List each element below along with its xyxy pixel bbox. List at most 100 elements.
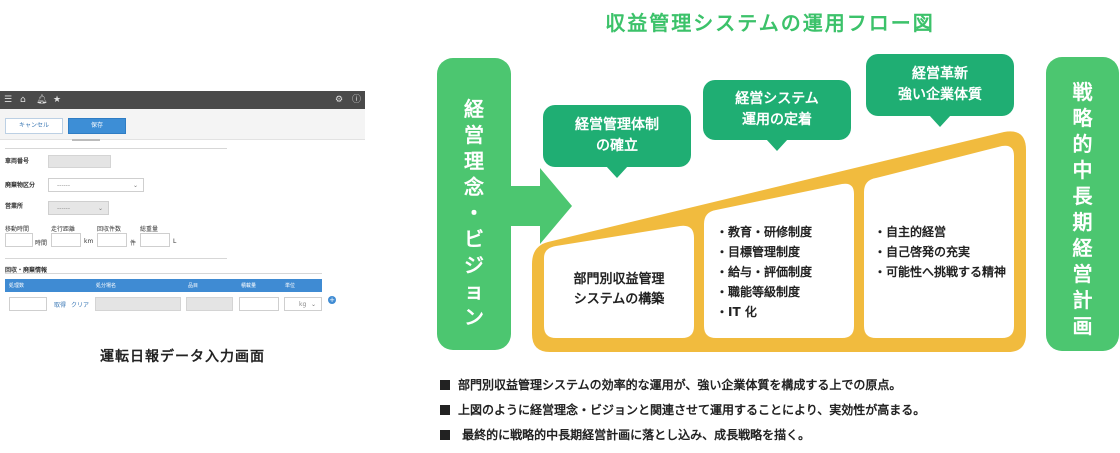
save-button[interactable]: 保存 xyxy=(68,118,126,134)
note-3-text: 最終的に戦略的中長期経営計画に落とし込み、成長戦略を描く。 xyxy=(458,428,811,442)
square-bullet-icon xyxy=(440,405,450,415)
add-row-button[interactable]: + xyxy=(328,296,336,304)
vision-bar-char: ・ xyxy=(464,201,484,225)
strategy-bar: 戦 略 的 中 長 期 経 営 計 画 xyxy=(1046,57,1119,351)
select-value: ------ xyxy=(57,182,70,189)
load-input[interactable] xyxy=(239,297,279,311)
unit-select[interactable]: kg ⌄ xyxy=(284,297,322,311)
label-waste-type: 廃棄物区分 xyxy=(5,182,36,189)
note-1: 部門別収益管理システムの効率的な運用が、強い企業体質を構成する上での原点。 xyxy=(440,376,901,393)
vision-bar-char: 念 xyxy=(464,175,484,199)
box-3-item: ・可能性へ挑戦する精神 xyxy=(874,265,1007,279)
report-input-screenshot: ☰ ⌂ 🔔︎ ★ ⚙ ⓘ キャンセル 保存 車両番号 廃棄物区分 ------ … xyxy=(0,91,365,321)
box-2-item: ・教育・研修制度 xyxy=(716,225,813,239)
vision-bar-char: ビ xyxy=(464,227,484,251)
strategy-bar-char: 長 xyxy=(1072,184,1093,208)
strategy-bar-char: 画 xyxy=(1072,314,1093,338)
box-3-item: ・自己啓発の充実 xyxy=(874,245,971,259)
box-3-text: ・自主的経営 ・自己啓発の充実 ・可能性へ挑戦する精神 xyxy=(874,222,1014,282)
home-icon[interactable]: ⌂ xyxy=(20,95,26,105)
unit-hour: 時間 xyxy=(35,240,48,247)
vision-bar: 経 営 理 念 ・ ビ ジ ョ ン xyxy=(437,58,511,350)
office-select[interactable]: ------ ⌄ xyxy=(48,201,109,215)
move-time-input[interactable] xyxy=(5,233,33,247)
strategy-bar-char: 中 xyxy=(1072,158,1093,182)
box-2-item: ・目標管理制度 xyxy=(716,245,801,259)
flow-arrow xyxy=(506,168,572,244)
bubble-2-shape xyxy=(703,80,851,140)
strategy-bar-char: 経 xyxy=(1072,236,1093,260)
bubble-3-tail xyxy=(929,115,951,127)
gear-icon[interactable]: ⚙ xyxy=(335,95,344,105)
bubble-3: 経営革新 強い企業体質 xyxy=(866,64,1014,106)
total-amount-input[interactable] xyxy=(140,233,170,247)
box-1-shape xyxy=(544,225,694,338)
column-header: 品目 xyxy=(188,283,199,289)
vision-bar-char: 経 xyxy=(464,97,484,121)
vision-bar-char: ン xyxy=(464,305,484,329)
vision-bar-char: ジ xyxy=(464,253,484,277)
collect-count-input[interactable] xyxy=(97,233,127,247)
bubble-2-line: 運用の定着 xyxy=(742,112,812,128)
diagram-title: 収益管理システムの運用フロー図 xyxy=(605,11,935,35)
bubble-1-tail xyxy=(606,166,628,178)
vehicle-no-field[interactable] xyxy=(48,155,111,168)
bubble-1-shape xyxy=(543,105,691,167)
waste-type-select[interactable]: ------ ⌄ xyxy=(48,178,144,192)
strategy-bar-char: 戦 xyxy=(1072,80,1093,104)
label-collect-count: 回収件数 xyxy=(97,226,122,233)
square-bullet-icon xyxy=(440,430,450,440)
strategy-bar-char: 的 xyxy=(1072,132,1093,156)
box-2-text: ・教育・研修制度 ・目標管理制度 ・給与・評価制度 ・職能等級制度 ・IT 化 xyxy=(716,222,852,322)
label-move-time: 移動時間 xyxy=(5,226,30,233)
column-header: 単位 xyxy=(285,283,296,289)
note-3: 最終的に戦略的中長期経営計画に落とし込み、成長戦略を描く。 xyxy=(440,426,810,443)
divider xyxy=(5,273,322,274)
note-1-text: 部門別収益管理システムの効率的な運用が、強い企業体質を構成する上での原点。 xyxy=(458,378,902,392)
select-value: kg xyxy=(299,301,307,308)
strategy-bar-char: 営 xyxy=(1072,262,1093,286)
unit-l: L xyxy=(173,238,177,245)
strategy-bar-char: 期 xyxy=(1072,210,1093,234)
divider xyxy=(5,258,227,259)
item-field[interactable] xyxy=(186,297,233,311)
clear-link[interactable]: クリア xyxy=(71,302,90,309)
square-bullet-icon xyxy=(440,380,450,390)
label-total-amount: 総重量 xyxy=(140,226,159,233)
count-input[interactable] xyxy=(9,297,47,311)
column-header: 積載量 xyxy=(241,283,257,289)
column-header: 処分場名 xyxy=(96,283,117,289)
box-2-item: ・給与・評価制度 xyxy=(716,265,813,279)
distance-input[interactable] xyxy=(51,233,81,247)
box-1-line: システムの構築 xyxy=(573,292,665,307)
menu-icon[interactable]: ☰ xyxy=(4,95,13,105)
select-link[interactable]: 取得 xyxy=(54,302,67,309)
unit-count: 件 xyxy=(130,240,137,247)
bell-icon[interactable]: 🔔︎ xyxy=(36,95,48,105)
star-icon[interactable]: ★ xyxy=(53,95,62,105)
bubble-2-line: 経営システム xyxy=(735,91,819,107)
box-2-shape xyxy=(704,183,854,338)
chevron-down-icon: ⌄ xyxy=(132,182,138,189)
strategy-bar-char: 略 xyxy=(1072,106,1093,130)
vision-bar-char: 理 xyxy=(464,149,484,173)
vision-bar-char: 営 xyxy=(464,123,484,147)
facility-field[interactable] xyxy=(95,297,181,311)
divider xyxy=(5,148,227,149)
bubble-2: 経営システム 運用の定着 xyxy=(703,89,851,131)
cancel-button[interactable]: キャンセル xyxy=(5,118,63,134)
bubble-1-line: の確立 xyxy=(596,138,638,154)
table-header xyxy=(5,279,322,292)
bubble-3-shape xyxy=(866,54,1014,116)
label-vehicle-no: 車両番号 xyxy=(5,158,30,165)
unit-km: km xyxy=(84,238,94,245)
info-icon[interactable]: ⓘ xyxy=(352,95,362,105)
select-value: ------ xyxy=(57,205,70,212)
bubble-2-tail xyxy=(766,139,788,151)
box-3-item: ・自主的経営 xyxy=(874,225,947,239)
chevron-down-icon: ⌄ xyxy=(310,301,316,308)
box-2-item: ・職能等級制度 xyxy=(716,285,801,299)
box-1-text: 部門別収益管理 システムの構築 xyxy=(544,270,694,310)
label-distance: 走行距離 xyxy=(51,226,76,233)
column-header: 処理数 xyxy=(9,283,25,289)
